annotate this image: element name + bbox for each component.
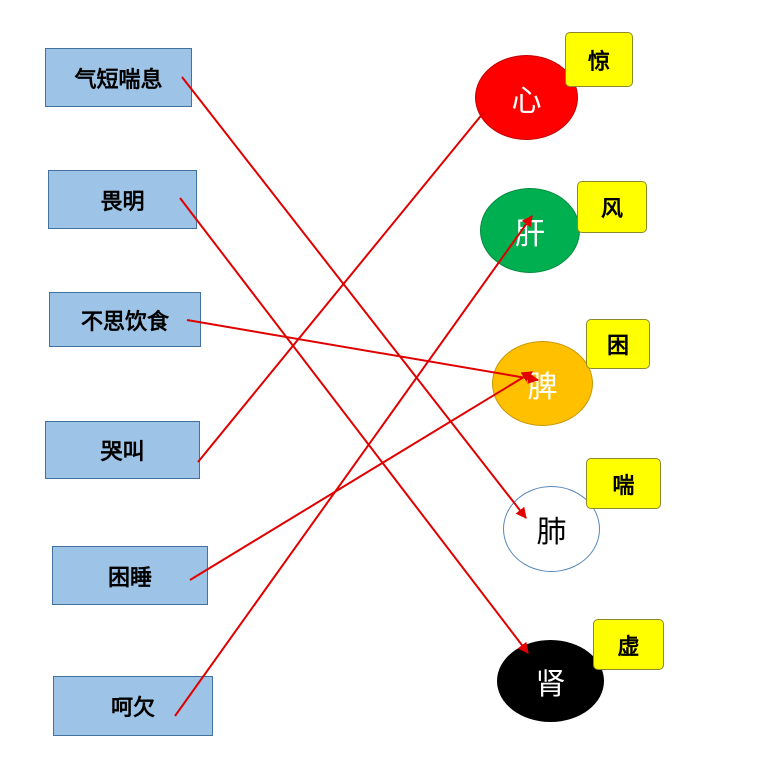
symptom-box-qiduanchuanxi: 气短喘息 [45,48,192,107]
arrow-qiduanchuanxi-to-lung [181,76,527,519]
organ-circle-liver: 肝 [480,188,580,273]
organ-tag-kun: 困 [586,319,650,369]
organ-label: 肺 [536,515,567,550]
organ-tag-xu: 虚 [593,619,664,670]
arrow-kunshui-to-spleen [189,371,533,581]
symptom-box-kunshui: 困睡 [52,546,208,605]
symptom-box-weiming: 畏明 [48,170,197,229]
symptom-box-kujiao: 哭叫 [45,421,200,479]
arrow-hexian-to-liver [174,215,533,717]
symptom-label: 哭叫 [100,439,145,465]
symptom-label: 畏明 [100,188,145,215]
tag-label: 虚 [617,633,640,660]
organ-circle-kidney: 肾 [497,640,604,722]
organ-label: 心 [511,83,542,119]
arrow-weiming-to-kidney [179,197,529,654]
symptom-box-hexian: 呵欠 [53,676,213,736]
organ-tag-feng: 风 [577,181,647,233]
tag-label: 惊 [587,48,610,75]
tag-label: 喘 [612,472,635,499]
symptom-box-busiyinshi: 不思饮食 [49,292,201,347]
symptom-label: 呵欠 [110,695,155,721]
organ-tag-jing: 惊 [565,32,633,87]
symptom-label: 气短喘息 [74,66,163,93]
tag-label: 困 [606,333,629,359]
organ-circle-heart: 心 [475,55,578,140]
symptom-label: 困睡 [107,564,152,591]
organ-label: 肾 [535,667,566,702]
arrow-busiyinshi-to-spleen [186,319,540,384]
symptom-label: 不思饮食 [80,308,169,335]
organ-label: 肝 [515,216,545,252]
organ-circle-spleen: 脾 [492,341,593,426]
organ-label: 脾 [527,369,558,405]
tag-label: 风 [600,196,623,222]
organ-tag-chuan: 喘 [586,458,661,509]
arrow-kujiao-to-heart [197,111,485,463]
